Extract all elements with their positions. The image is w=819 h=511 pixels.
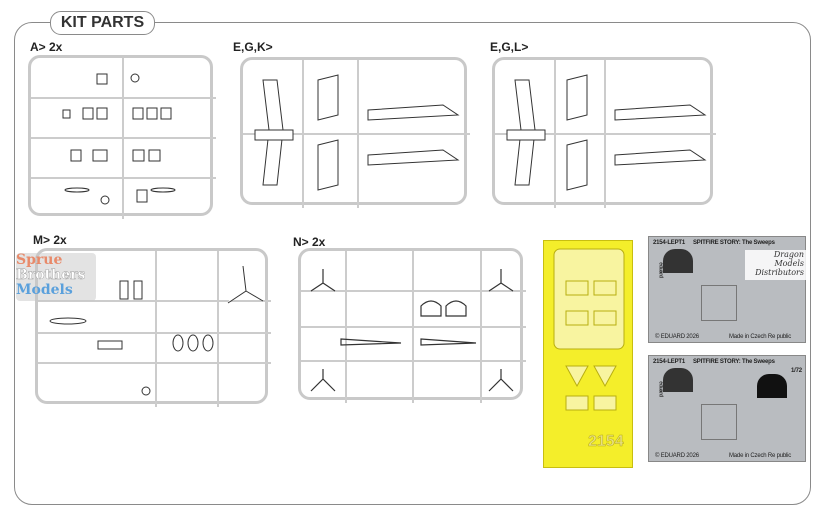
pe-fret-title: SPITFIRE STORY: The Sweeps (693, 359, 775, 365)
instrument-panel-part (663, 368, 693, 392)
sprue-egk (240, 57, 470, 208)
mask-number: 2154 (588, 433, 624, 451)
pe-fret-made-in: Made in Czech Re public (729, 334, 792, 340)
sprue-m-label: M> 2x (33, 233, 67, 247)
watermark-sprue-brothers: Sprue Brothers Models (16, 253, 96, 301)
sprue-egk-label: E,G,K> (233, 40, 273, 54)
sprue-n (298, 248, 526, 403)
canopy-mask-sheet: 2154 (543, 240, 633, 468)
pe-fret-title: SPITFIRE STORY: The Sweeps (693, 240, 775, 246)
watermark-line: Dragon (773, 250, 804, 259)
watermark-line: Models (16, 282, 73, 298)
watermark-line: Distributors (755, 268, 804, 277)
sprue-egl-label: E,G,L> (490, 40, 529, 54)
pe-fret-scale: 1/72 (791, 368, 802, 374)
instrument-panel-part (663, 249, 693, 273)
pe-fret-code: 2154-LEPT1 (653, 359, 686, 365)
watermark-dragon: Dragon Models Distributors (745, 250, 807, 280)
pe-fret-copyright: © EDUARD 2026 (655, 453, 699, 459)
watermark-line: Sprue (16, 252, 63, 268)
mask-shapes (553, 248, 625, 411)
section-title: KIT PARTS (50, 11, 155, 35)
watermark-line: Models (774, 259, 804, 268)
instrument-panel-part (757, 374, 787, 398)
pe-fret-code: 2154-LEPT1 (653, 240, 686, 246)
sprue-a-label: A> 2x (30, 40, 63, 54)
pe-fret-made-in: Made in Czech Re public (729, 453, 792, 459)
pe-fret-copyright: © EDUARD 2026 (655, 334, 699, 340)
pe-fret-1: 2154-LEPT1 SPITFIRE STORY: The Sweeps ed… (648, 236, 807, 343)
watermark-line: Brothers (16, 267, 86, 283)
sprue-m-parts (38, 251, 271, 407)
seat-part (701, 285, 737, 321)
sprue-n-parts (301, 251, 526, 403)
seat-part (701, 404, 737, 440)
sprue-egl (492, 57, 716, 208)
sprue-egk-parts (243, 60, 470, 208)
kit-parts-frame (14, 22, 811, 505)
sprue-egl-parts (495, 60, 716, 208)
sprue-a-parts (31, 58, 216, 219)
sprue-n-label: N> 2x (293, 235, 326, 249)
pe-fret-2: 2154-LEPT1 SPITFIRE STORY: The Sweeps 1/… (648, 355, 806, 462)
sprue-a (28, 55, 216, 219)
